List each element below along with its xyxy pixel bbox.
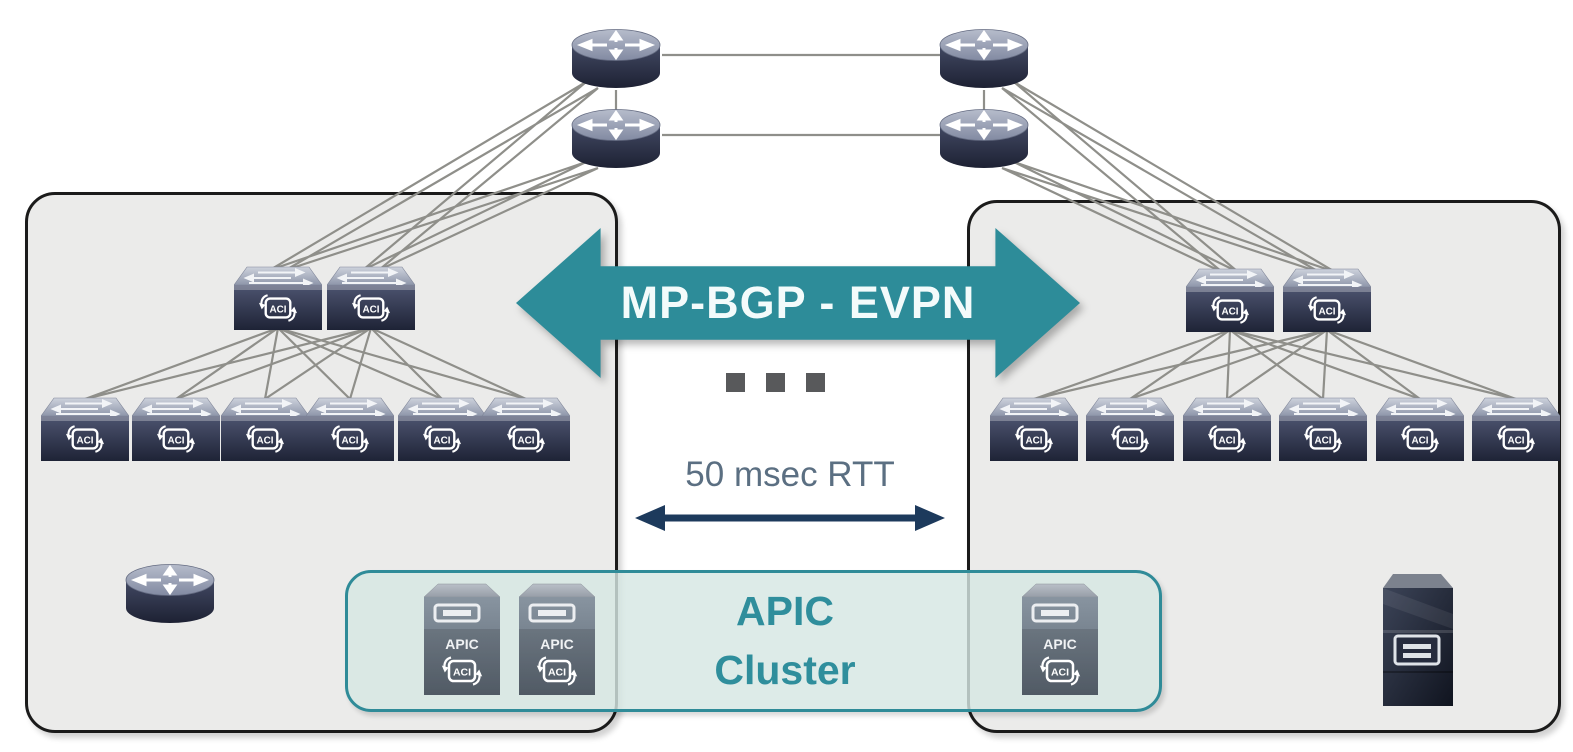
apic-cluster-label-line2: Cluster [714,647,856,693]
apic-cluster-label-line1: APIC [736,588,834,634]
rtt-double-arrow [635,505,945,531]
rtt-label: 50 msec RTT [685,455,895,494]
mp-bgp-evpn-arrow: MP-BGP - EVPN [516,228,1080,378]
ipn-router-left-top [570,28,662,90]
apic-cluster-label: APIC Cluster [625,582,945,700]
ellipsis-dots [726,373,825,392]
mp-bgp-evpn-label: MP-BGP - EVPN [620,277,976,328]
ipn-router-right-bottom [938,108,1030,170]
ellipsis-dot [806,373,825,392]
ipn-router-right-top [938,28,1030,90]
ellipsis-dot [726,373,745,392]
ipn-router-links [614,53,986,137]
double-arrow-shape: MP-BGP - EVPN [516,228,1080,378]
ellipsis-dot [766,373,785,392]
ipn-router-left-bottom [570,108,662,170]
